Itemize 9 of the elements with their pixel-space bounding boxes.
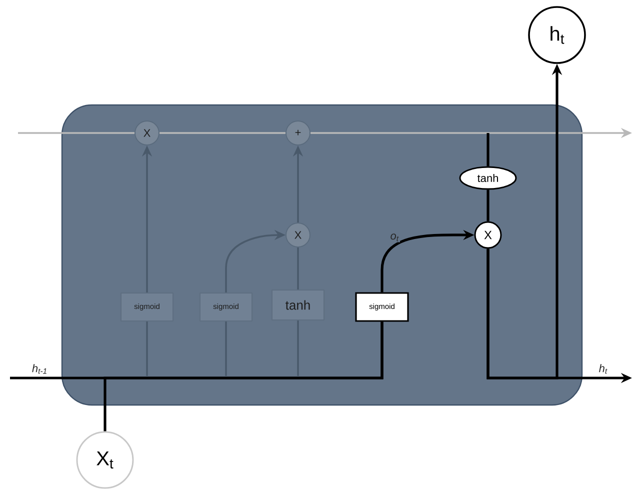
connector-line <box>486 190 490 222</box>
connector-line <box>486 133 490 166</box>
connector-line <box>18 132 134 134</box>
edge-label: h$_{t}$ <box>598 363 609 375</box>
connector-line <box>160 132 286 134</box>
tanh-box: tanh <box>272 290 324 320</box>
edge-label: h$_{t-1}$ <box>30 363 49 375</box>
connector-line <box>104 322 384 432</box>
edge-label: o$_{t}$ <box>389 232 400 242</box>
